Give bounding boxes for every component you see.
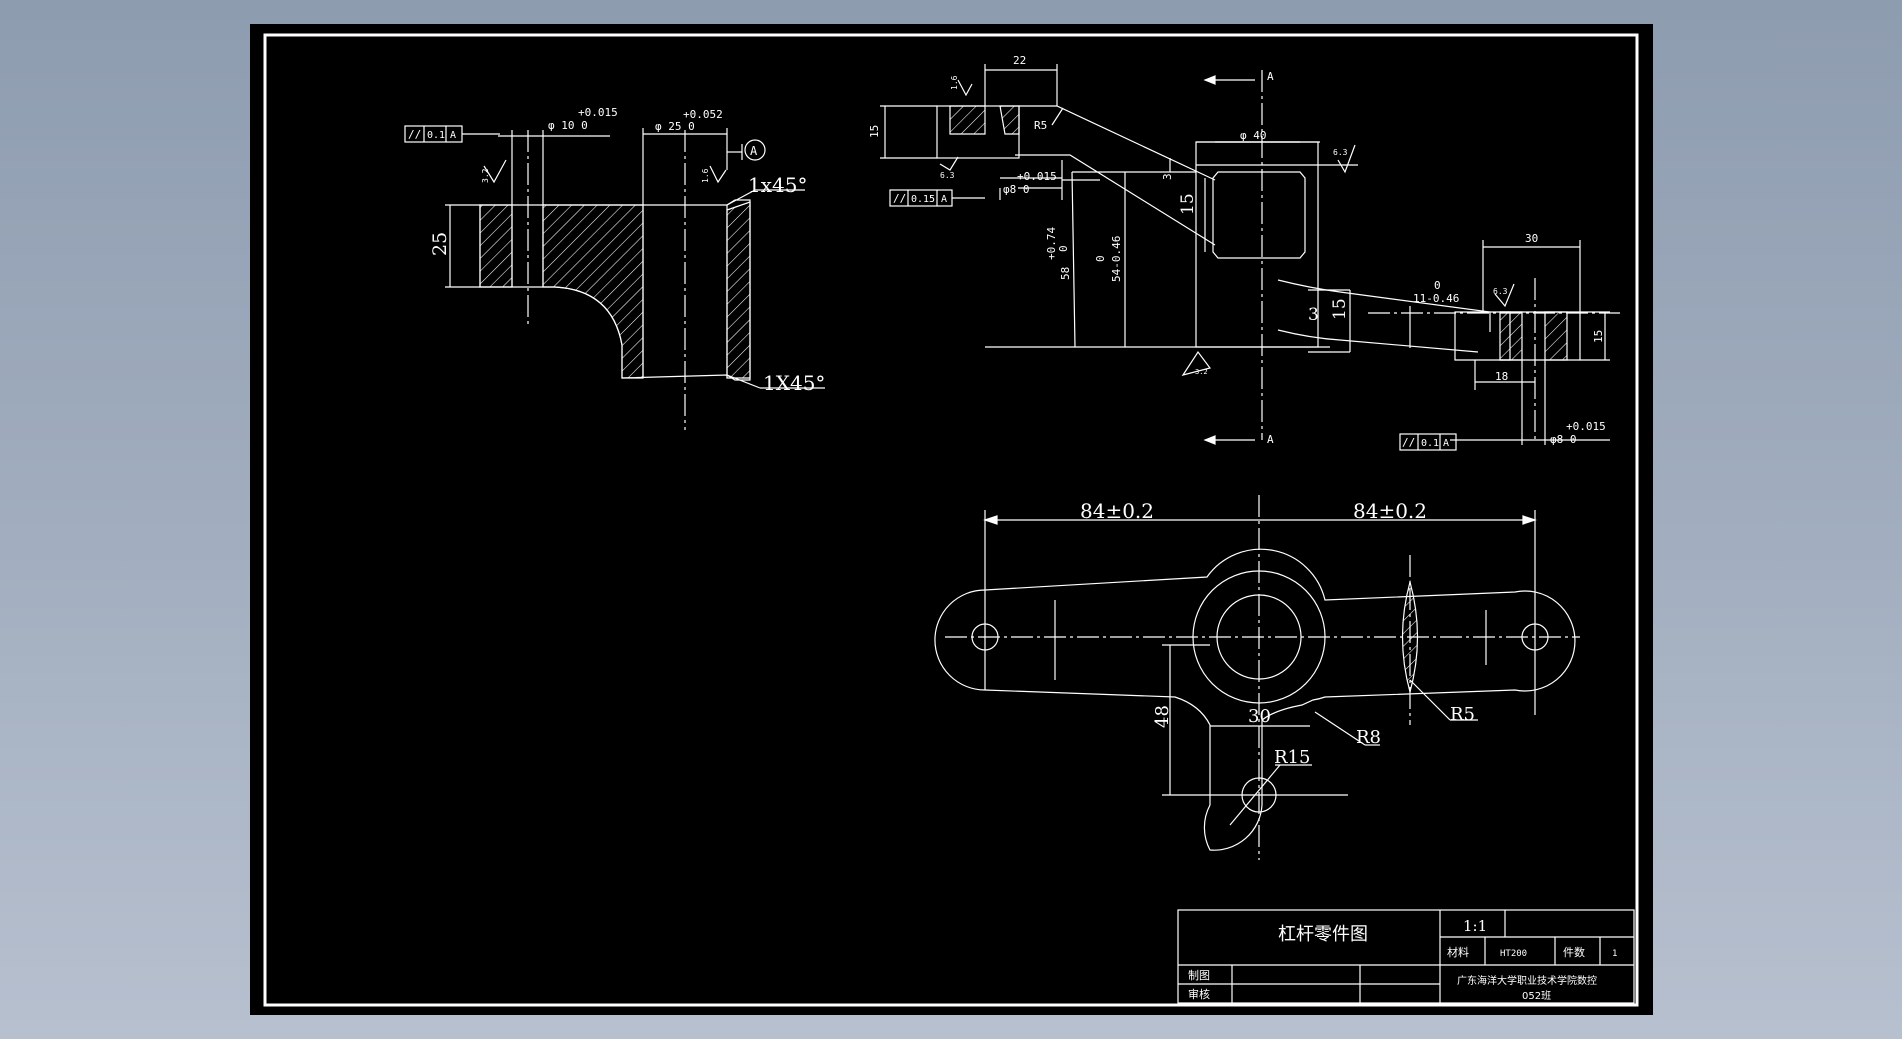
dim-15: 15 bbox=[868, 125, 881, 138]
roughness-symbol bbox=[709, 165, 727, 184]
dim-15: 15 bbox=[1178, 193, 1198, 215]
checked-by-label: 审核 bbox=[1188, 987, 1210, 1001]
material-value: HT200 bbox=[1500, 949, 1527, 959]
dim-84-right: 84±0.2 bbox=[1353, 499, 1427, 523]
dim-15: 15 bbox=[1592, 330, 1605, 343]
roughness-symbol bbox=[1494, 283, 1515, 308]
dim-30-top: 30 bbox=[1248, 706, 1271, 727]
drawing-title: 杠杆零件图 bbox=[1278, 924, 1368, 945]
dia8-tolerance: +0.015 bbox=[1017, 170, 1057, 183]
tolerance-frame bbox=[1399, 433, 1457, 451]
top-view bbox=[934, 495, 1580, 860]
dim-3: 3 bbox=[1308, 305, 1319, 325]
tol-flag-datum: A bbox=[1443, 438, 1449, 449]
tol-flag-symbol: // bbox=[408, 128, 421, 141]
tol-flag-datum: A bbox=[941, 194, 947, 205]
tol-flag-value: 0.1 bbox=[1421, 438, 1439, 449]
dim-18: 18 bbox=[1495, 370, 1508, 383]
drawn-by-label: 制图 bbox=[1188, 969, 1210, 982]
quantity-label: 件数 bbox=[1563, 946, 1585, 959]
dia8-dim: φ8 0 bbox=[1550, 433, 1577, 446]
hatch-right-boss2 bbox=[1544, 311, 1568, 361]
hatch-left-wall bbox=[479, 204, 513, 288]
tol-flag-symbol: // bbox=[1402, 436, 1415, 449]
height-25-dim: 25 bbox=[429, 232, 451, 256]
datum-label: A bbox=[750, 144, 758, 158]
roughness-value: 6.3 bbox=[1493, 287, 1508, 296]
dim-15: 15 bbox=[1330, 298, 1350, 320]
dia25-dim: φ 25 0 bbox=[655, 120, 695, 133]
dim-54: 54-0.46 bbox=[1110, 236, 1123, 282]
dia8-dim: φ8 0 bbox=[1003, 183, 1030, 196]
dim-58: 58 bbox=[1059, 267, 1072, 280]
roughness-value: 6.3 bbox=[940, 171, 955, 180]
quantity-value: 1 bbox=[1612, 949, 1617, 959]
roughness-symbol bbox=[939, 156, 959, 171]
dim-58-tolerance: +0.74 bbox=[1045, 227, 1058, 260]
roughness-symbol bbox=[957, 79, 973, 97]
dim-22: 22 bbox=[1013, 54, 1026, 67]
chamfer-bottom-label: 1X45° bbox=[763, 371, 825, 395]
roughness-symbol bbox=[1337, 144, 1356, 174]
tol-flag-value: 0.1 bbox=[427, 130, 445, 141]
roughness-value: 1.6 bbox=[950, 75, 959, 90]
material-label: 材料 bbox=[1447, 945, 1469, 959]
roughness-value: 3.2 bbox=[481, 168, 490, 183]
dim-3: 3 bbox=[1161, 173, 1174, 180]
radius-r15: R15 bbox=[1274, 747, 1310, 768]
radius-r5: R5 bbox=[1034, 119, 1047, 132]
section-view bbox=[880, 64, 1620, 451]
hatch-right-boss bbox=[1499, 311, 1523, 361]
dia40-dim: φ 40 bbox=[1240, 129, 1267, 142]
roughness-value: 3.2 bbox=[1195, 368, 1208, 376]
hatch-right-wall bbox=[726, 201, 751, 379]
dim-30: 30 bbox=[1525, 232, 1538, 245]
title-block bbox=[1177, 909, 1635, 1004]
dim-58-zero: 0 bbox=[1057, 245, 1070, 252]
dim-84-left: 84±0.2 bbox=[1080, 499, 1154, 523]
scale-value: 1:1 bbox=[1463, 917, 1487, 935]
dim-54-tolerance: 0 bbox=[1094, 255, 1107, 262]
dim-11: 11-0.46 bbox=[1413, 292, 1459, 305]
dia10-tolerance: +0.015 bbox=[578, 106, 618, 119]
school-line-1: 广东海洋大学职业技术学院数控 bbox=[1457, 974, 1597, 987]
section-label-top: A bbox=[1267, 70, 1274, 83]
dim-11-tolerance: 0 bbox=[1434, 279, 1441, 292]
radius-r8: R8 bbox=[1356, 727, 1381, 748]
dim-48: 48 bbox=[1152, 705, 1173, 728]
tol-flag-datum: A bbox=[450, 130, 456, 141]
drawing-border bbox=[263, 33, 1639, 1007]
tol-flag-value: 0.15 bbox=[911, 194, 935, 205]
section-label-bottom: A bbox=[1267, 433, 1274, 446]
datum-a-circle bbox=[744, 139, 766, 161]
tol-flag-symbol: // bbox=[893, 192, 906, 205]
dia10-dim: φ 10 0 bbox=[548, 119, 588, 132]
part-outline bbox=[479, 199, 751, 381]
dia25-tolerance: +0.052 bbox=[683, 108, 723, 121]
roughness-symbol bbox=[483, 159, 507, 184]
datum-triangle bbox=[1181, 350, 1212, 376]
left-section-view bbox=[404, 125, 825, 430]
radius-r5: R5 bbox=[1450, 704, 1475, 725]
hatch-boss bbox=[949, 105, 986, 135]
school-line-2: 052班 bbox=[1522, 990, 1551, 1002]
chamfer-top-label: 1x45° bbox=[748, 173, 807, 197]
roughness-value: 1.6 bbox=[701, 168, 710, 183]
lever-outline bbox=[934, 548, 1576, 851]
roughness-value: 6.3 bbox=[1333, 148, 1348, 157]
dia8-tolerance: +0.015 bbox=[1566, 420, 1606, 433]
